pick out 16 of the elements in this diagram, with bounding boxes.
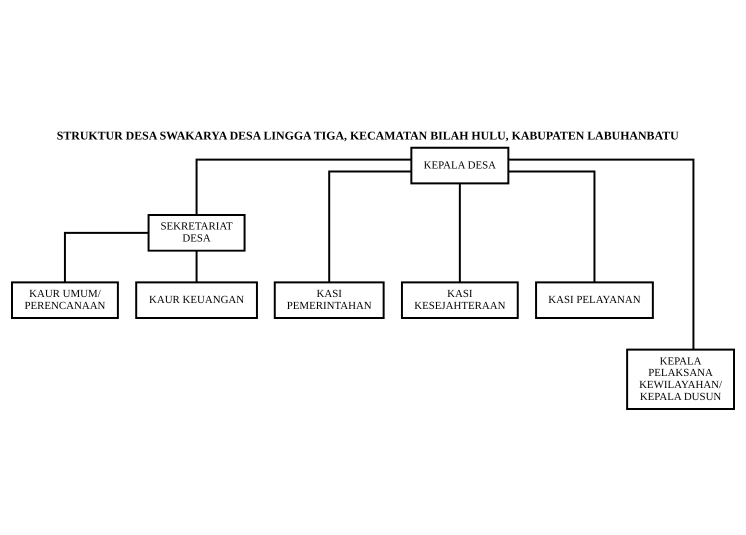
node-box: KEPALA DESA — [410, 146, 510, 184]
node-box: KASI PELAYANAN — [535, 280, 654, 318]
connector — [508, 158, 694, 349]
connector — [328, 170, 412, 282]
connector — [508, 170, 596, 282]
node-box: KAUR UMUM/ PERENCANAAN — [11, 280, 119, 318]
node-box: KEPALA PELAKSANA KEWILAYAHAN/ KEPALA DUSUN — [626, 348, 735, 410]
connector — [458, 182, 461, 282]
node-box: SEKRETARIAT DESA — [148, 214, 246, 252]
node-box: KASI KESEJAHTERAAN — [400, 280, 519, 318]
node-box: KASI PEMERINTAHAN — [274, 280, 385, 318]
diagram-title: STRUKTUR DESA SWAKARYA DESA LINGGA TIGA, KECAMATAN BILAH HULU, KABUPATEN LABUHANBATU — [56, 128, 679, 142]
connector — [196, 250, 198, 282]
node-box: KAUR KEUANGAN — [135, 280, 258, 318]
connector — [196, 158, 412, 214]
connector — [64, 231, 148, 282]
